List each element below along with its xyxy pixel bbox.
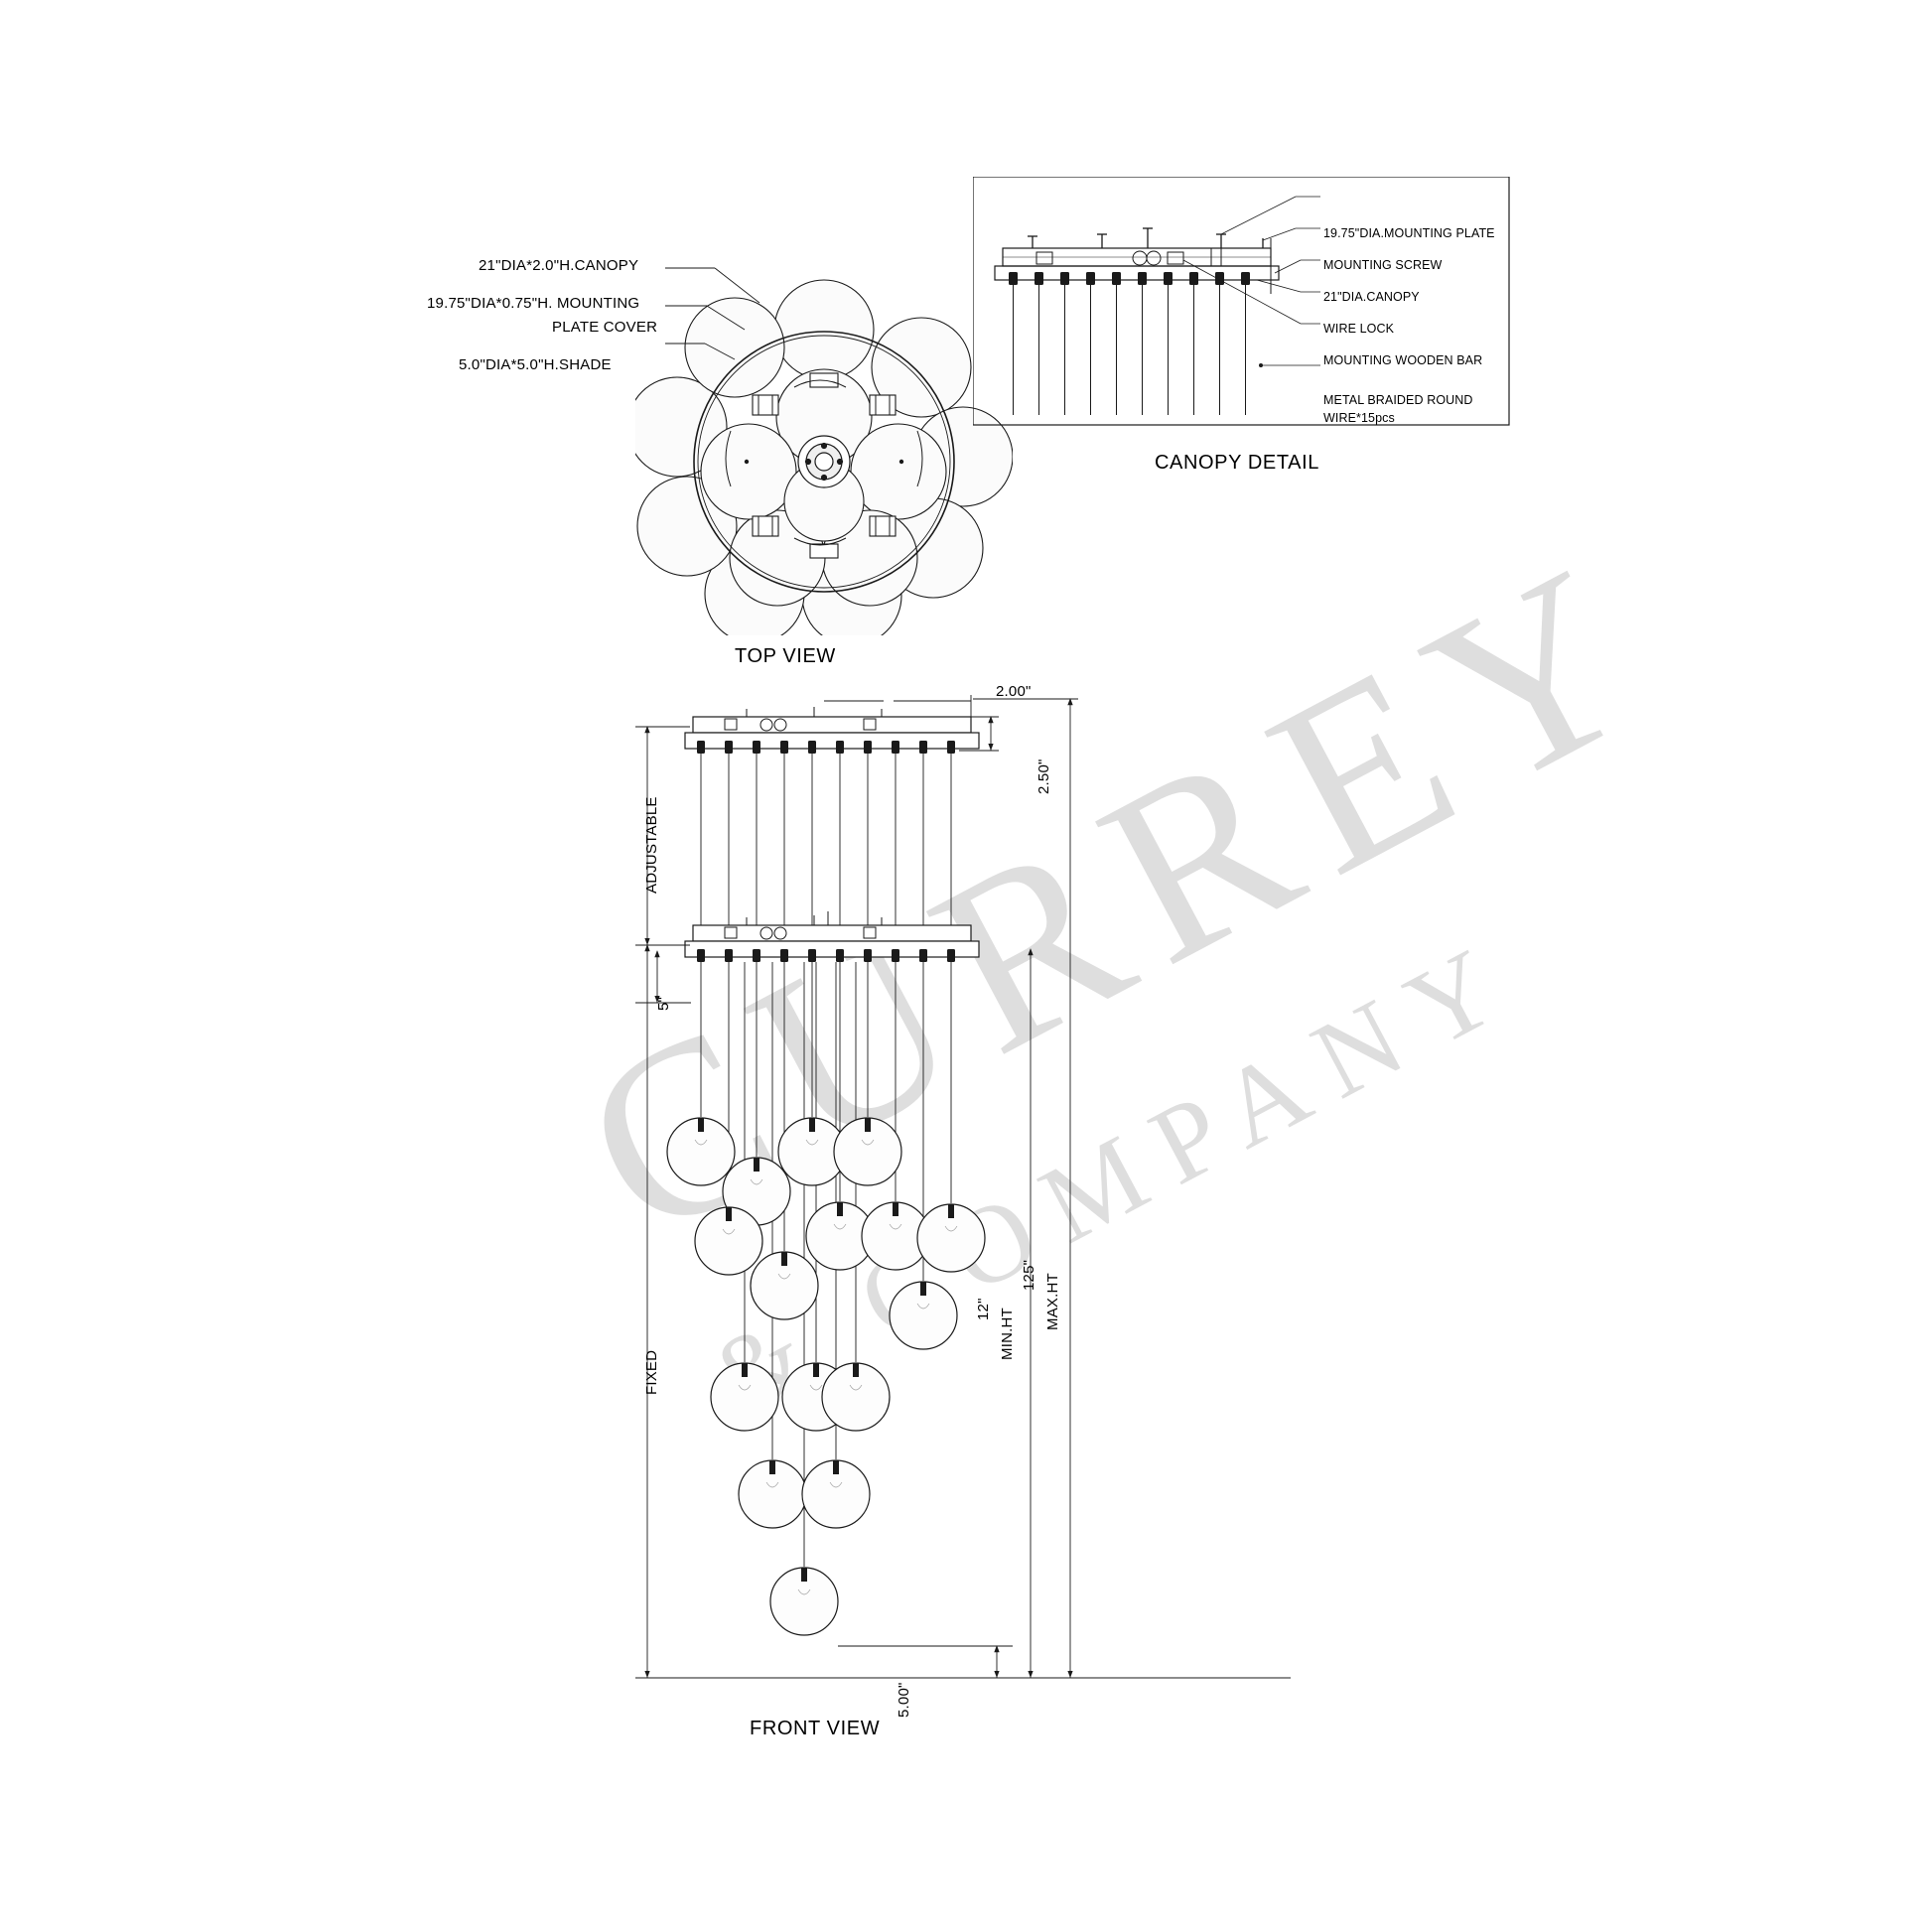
dim-canopy-dia: 2.00": [996, 683, 1032, 700]
dim-fixed: FIXED: [643, 1349, 660, 1395]
top-view-drawing: [635, 279, 1013, 635]
canopy-callout-braided-wire-line2: WIRE*15pcs: [1323, 411, 1395, 425]
canopy-callout-wire-lock: WIRE LOCK: [1323, 322, 1395, 336]
dim-min-ht-label: MIN.HT: [999, 1308, 1016, 1360]
callout-mounting-plate-cover-line2: PLATE COVER: [552, 319, 658, 336]
canopy-callout-mounting-screw: MOUNTING SCREW: [1323, 258, 1443, 272]
callout-shade: 5.0"DIA*5.0"H.SHADE: [459, 356, 612, 373]
dim-adjustable: ADJUSTABLE: [643, 796, 660, 894]
dim-max-ht-label: MAX.HT: [1044, 1273, 1061, 1330]
top-view-title: TOP VIEW: [735, 645, 836, 667]
canopy-callout-canopy: 21"DIA.CANOPY: [1323, 290, 1420, 304]
dim-shade-dia: 5.00": [896, 1682, 912, 1718]
front-view-dimensions: [635, 695, 1291, 1679]
canopy-detail-title: CANOPY DETAIL: [1155, 452, 1319, 474]
canopy-callout-mounting-plate: 19.75"DIA.MOUNTING PLATE: [1323, 226, 1495, 240]
callout-mounting-plate-cover-line1: 19.75"DIA*0.75"H. MOUNTING: [427, 295, 640, 312]
front-view-drawing: [666, 707, 986, 1636]
canopy-detail-drawing: [973, 177, 1510, 426]
callout-canopy: 21"DIA*2.0"H.CANOPY: [479, 257, 639, 274]
front-view-title: FRONT VIEW: [750, 1718, 881, 1739]
top-view-leaders: [665, 267, 760, 360]
canopy-callout-wooden-bar: MOUNTING WOODEN BAR: [1323, 353, 1483, 367]
dim-min-ht-value: 12": [975, 1298, 992, 1320]
canopy-callout-braided-wire-line1: METAL BRAIDED ROUND: [1323, 393, 1473, 407]
dim-canopy-height: 2.50": [1035, 759, 1052, 794]
dim-drop-5in: 5": [655, 996, 672, 1011]
dim-max-ht-value: 125": [1021, 1259, 1037, 1291]
